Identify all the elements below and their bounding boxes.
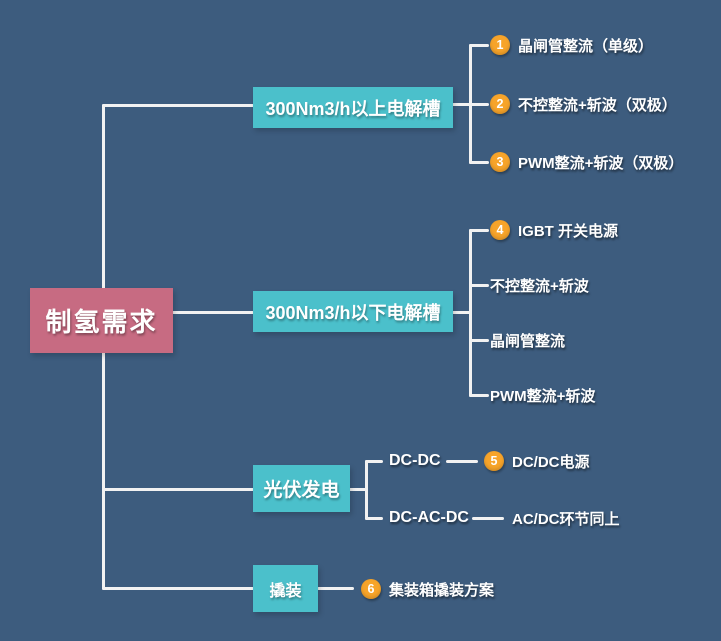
connector-root-branch2 <box>172 311 254 314</box>
leaf-label: DC/DC电源 <box>512 453 590 471</box>
leaf-label: AC/DC环节同上 <box>512 510 620 528</box>
bracket2-stub-row2 <box>469 284 489 287</box>
number-badge-3: 3 <box>490 152 510 172</box>
leaf-label: 晶闸管整流 <box>490 332 566 350</box>
leaf-label: PWM整流+斩波 <box>490 387 596 405</box>
branch-node-below-300[interactable]: 300Nm3/h以下电解槽 <box>253 291 453 332</box>
number-badge-4: 4 <box>490 220 510 240</box>
number-badge-2: 2 <box>490 94 510 114</box>
leaf-label: PWM整流+斩波（双极） <box>518 154 684 172</box>
leaf-dc-ac-dc[interactable]: DC-AC-DC <box>389 505 469 531</box>
leaf-thyristor-single[interactable]: 1 晶闸管整流（单级） <box>490 32 653 58</box>
connector-branch1 <box>102 104 254 107</box>
connector-branch4 <box>102 587 254 590</box>
bracket1-box-stub <box>452 103 489 106</box>
bracket1-stub-top <box>469 44 489 47</box>
leaf-pwm-chopper-bipolar[interactable]: 3 PWM整流+斩波（双极） <box>490 149 683 175</box>
number-badge-5: 5 <box>484 451 504 471</box>
number-badge-6: 6 <box>361 579 381 599</box>
bracket2-stub-row3 <box>469 339 489 342</box>
leaf-uncontrolled-chopper[interactable]: 不控整流+斩波 <box>490 272 589 298</box>
bracket3-box-stub <box>349 488 368 491</box>
leaf-dc-dc[interactable]: DC-DC <box>389 448 441 474</box>
bracket3-stub-row2 <box>365 517 383 520</box>
branch-node-above-300[interactable]: 300Nm3/h以上电解槽 <box>253 87 453 128</box>
bracket3-stub-row1 <box>365 460 383 463</box>
leaf-dc-dc-power[interactable]: 5 DC/DC电源 <box>484 448 590 474</box>
leaf-label: 晶闸管整流（单级） <box>518 37 654 55</box>
branch-node-pv[interactable]: 光伏发电 <box>253 465 350 512</box>
leaf-container-skid-solution[interactable]: 6 集装箱撬装方案 <box>361 576 494 602</box>
leaf-label: 不控整流+斩波 <box>490 277 589 295</box>
connector-branch3 <box>102 488 254 491</box>
connector-branch4-leaf <box>317 587 354 590</box>
root-node[interactable]: 制氢需求 <box>30 288 173 353</box>
leaf-igbt-power[interactable]: 4 IGBT 开关电源 <box>490 217 618 243</box>
leaf-uncontrolled-chopper-bipolar[interactable]: 2 不控整流+斩波（双极） <box>490 91 677 117</box>
connector-dcacdc-sub <box>472 517 504 520</box>
bracket2-box-stub <box>452 311 472 314</box>
number-badge-1: 1 <box>490 35 510 55</box>
leaf-label: 集装箱撬装方案 <box>389 581 495 599</box>
leaf-label: 不控整流+斩波（双极） <box>518 96 677 114</box>
leaf-acdc-same-as-above[interactable]: AC/DC环节同上 <box>512 505 620 531</box>
leaf-label: DC-AC-DC <box>389 509 469 526</box>
bracket1-stub-bottom <box>469 161 489 164</box>
connector-dcdc-sub <box>446 460 478 463</box>
leaf-label: DC-DC <box>389 452 441 469</box>
branch-node-skid[interactable]: 撬装 <box>253 565 318 612</box>
leaf-pwm-chopper[interactable]: PWM整流+斩波 <box>490 382 595 408</box>
bracket2-stub-row1 <box>469 229 489 232</box>
leaf-thyristor[interactable]: 晶闸管整流 <box>490 327 565 353</box>
leaf-label: IGBT 开关电源 <box>518 222 618 240</box>
bracket2-stub-row4 <box>469 394 489 397</box>
